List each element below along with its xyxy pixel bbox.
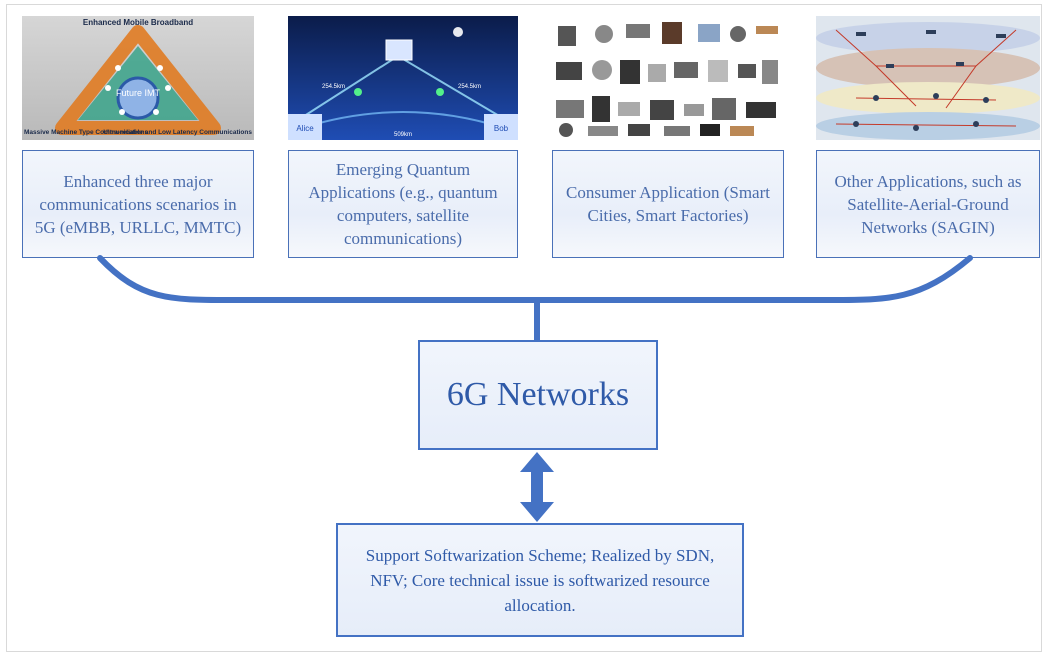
double-arrow [520,452,554,522]
caption-quantum: Emerging Quantum Applications (e.g., qua… [288,150,518,258]
caption-5g-scenarios: Enhanced three major communications scen… [22,150,254,258]
alice-label: Alice [296,124,314,133]
caption-quantum-text: Emerging Quantum Applications (e.g., qua… [308,160,498,248]
future-imt-label: Future IMT [116,88,161,98]
caption-sagin-text: Other Applications, such as Satellite-Ae… [834,171,1022,237]
quantum-link-image: Alice Bob 254.5km 254.5km 509km [288,16,518,140]
sagin-network-image [816,16,1040,140]
merge-brace [97,255,973,303]
softwarization-text: Support Softwarization Scheme; Realized … [365,545,715,615]
urllc-label: Ultra-reliable and Low Latency Communica… [103,129,252,136]
right-distance-label: 254.5km [458,84,481,90]
figure-frame [6,4,1042,652]
caption-5g-scenarios-text: Enhanced three major communications scen… [34,171,242,237]
embb-label: Enhanced Mobile Broadband [83,18,193,27]
consumer-devices-image [552,16,784,140]
caption-consumer: Consumer Application (Smart Cities, Smar… [552,150,784,258]
total-distance-label: 509km [394,132,412,138]
bob-label: Bob [494,124,509,133]
caption-consumer-text: Consumer Application (Smart Cities, Smar… [566,183,770,225]
6g-networks-label: 6G Networks [446,376,630,413]
6g-networks-box: 6G Networks [418,340,658,450]
5g-usage-scenarios-image: Future IMT Enhanced Mobile Broadband Mas… [22,16,254,140]
mmtc-label: Massive Machine Type Communications [24,129,149,136]
softwarization-box: Support Softwarization Scheme; Realized … [336,523,744,637]
caption-sagin: Other Applications, such as Satellite-Ae… [816,150,1040,258]
left-distance-label: 254.5km [322,84,345,90]
